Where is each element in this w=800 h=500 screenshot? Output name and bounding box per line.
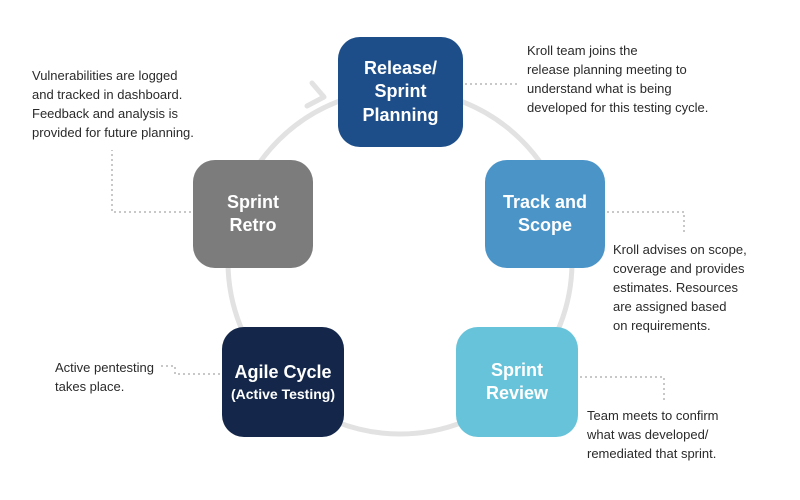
- stage-label: Track and: [502, 191, 588, 212]
- note-line: coverage and provides: [613, 261, 745, 276]
- note-line: Kroll team joins the: [527, 43, 638, 58]
- stage-label: Scope: [517, 215, 572, 235]
- note-line: takes place.: [55, 379, 125, 394]
- sprint-retro-stage: Sprint Retro: [193, 160, 313, 268]
- retro-connector: [111, 150, 191, 213]
- note-line: Active pentesting: [55, 360, 155, 375]
- release-planning-note: Kroll team joins the release planning me…: [527, 41, 708, 117]
- note-line: Feedback and analysis is: [32, 106, 178, 121]
- note-line: Vulnerabilities are logged: [32, 68, 178, 83]
- track-connector: [607, 211, 685, 232]
- stage-label: Sprint: [374, 81, 427, 102]
- note-line: understand what is being: [527, 81, 672, 96]
- note-line: what was developed/: [587, 427, 709, 442]
- stage-label: Planning: [362, 104, 439, 125]
- review-connector: [580, 376, 665, 400]
- stage-sublabel: (Active Testing): [231, 385, 335, 402]
- stage-label: Retro: [229, 215, 277, 235]
- note-line: provided for future planning.: [32, 125, 194, 140]
- track-and-scope-stage: Track and Scope: [485, 160, 605, 268]
- sprint-review-note: Team meets to confirm what was developed…: [587, 406, 719, 463]
- track-and-scope-note: Kroll advises on scope, coverage and pro…: [613, 240, 747, 335]
- agile-cycle-note: Active pentesting takes place.: [55, 358, 154, 396]
- note-line: and tracked in dashboard.: [32, 87, 183, 102]
- sprint-review-stage: Sprint Review: [456, 327, 578, 437]
- sprint-retro-note: Vulnerabilities are logged and tracked i…: [32, 66, 194, 142]
- note-line: developed for this testing cycle.: [527, 100, 709, 115]
- note-line: Team meets to confirm: [587, 408, 719, 423]
- stage-label: Sprint: [227, 191, 279, 212]
- note-line: estimates. Resources: [613, 280, 738, 295]
- agile-connector: [160, 365, 220, 375]
- note-line: remediated that sprint.: [587, 446, 717, 461]
- cycle-arrowhead: [304, 80, 327, 109]
- release-sprint-planning-stage: Release/ Sprint Planning: [338, 37, 463, 147]
- note-line: on requirements.: [613, 318, 711, 333]
- stage-label: Agile Cycle: [234, 362, 332, 383]
- note-line: release planning meeting to: [527, 62, 687, 77]
- note-line: Kroll advises on scope,: [613, 242, 747, 257]
- stage-label: Sprint: [490, 359, 543, 380]
- stage-label: Release/: [363, 57, 438, 78]
- note-line: are assigned based: [613, 299, 727, 314]
- agile-cycle-stage: Agile Cycle (Active Testing): [222, 327, 344, 437]
- stage-label: Review: [485, 383, 549, 403]
